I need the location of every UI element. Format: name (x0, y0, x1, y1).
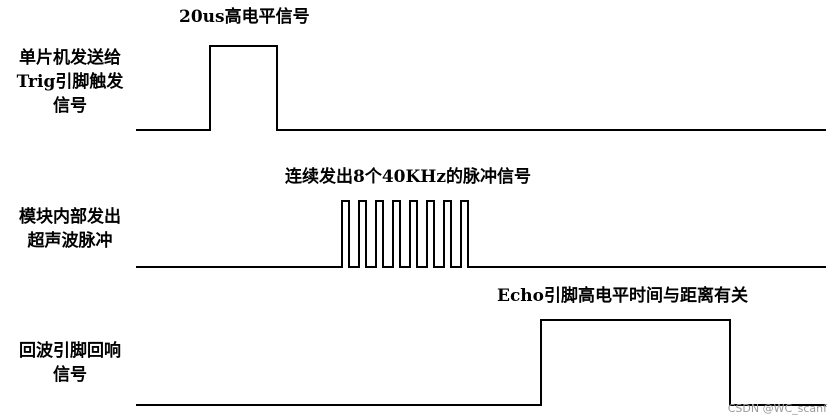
row-label-echo: 回波引脚回响 信号 (6, 339, 134, 387)
annotation-echo: Echo引脚高电平时间与距离有关 (497, 286, 749, 306)
row-label-pulse: 模块内部发出 超声波脉冲 (6, 205, 134, 253)
annotation-pulse-train: 连续发出8个40KHz的脉冲信号 (285, 167, 531, 187)
row-label-line: 回波引脚回响 (19, 341, 121, 361)
row-label-line: 信号 (53, 365, 87, 385)
row-label-line: Trig引脚触发 (16, 72, 124, 92)
ultrasonic-pulse-waveform (136, 200, 826, 268)
trig-waveform (136, 45, 826, 131)
row-label-line: 模块内部发出 (19, 207, 121, 227)
row-label-trig: 单片机发送给 Trig引脚触发 信号 (6, 46, 134, 118)
row-label-line: 单片机发送给 (19, 48, 121, 68)
row-label-line: 信号 (53, 96, 87, 116)
echo-waveform (136, 319, 826, 406)
watermark: CSDN @WC_scanf (727, 402, 827, 415)
annotation-trig-pulse: 20us高电平信号 (179, 7, 310, 27)
row-label-line: 超声波脉冲 (27, 231, 113, 251)
